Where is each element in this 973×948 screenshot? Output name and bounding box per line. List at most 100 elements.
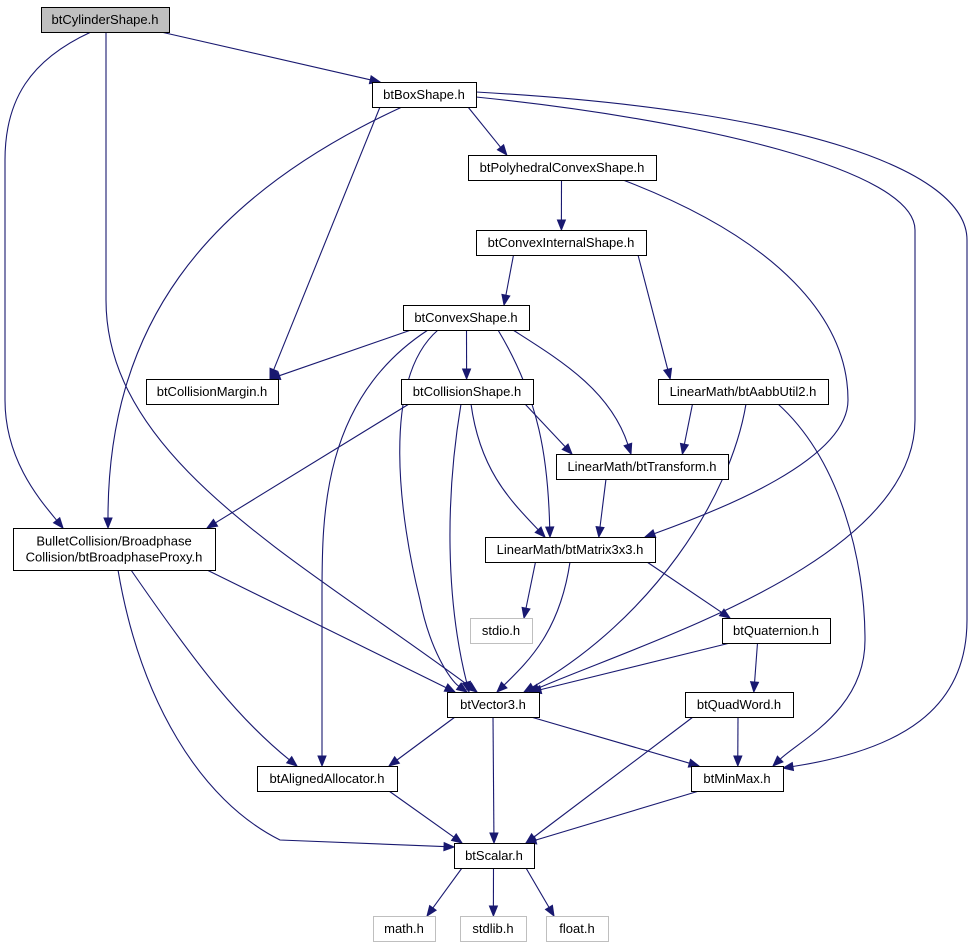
edge-line (279, 329, 412, 377)
node-btalignedallocator[interactable]: btAlignedAllocator.h (257, 766, 398, 792)
edge-arrowhead (285, 755, 299, 767)
edge-arrowhead (687, 758, 701, 768)
edge-arrowhead (443, 841, 456, 852)
edge-line (475, 91, 968, 768)
edge-arrowhead (461, 368, 472, 381)
edge-btBroadphaseProxy-to-btScalar (117, 569, 456, 852)
edge-btCollisionShape-to-btVector3 (449, 403, 472, 694)
edge-arrowhead (534, 526, 546, 538)
edge-btBoxShape-to-btBroadphaseProxy (103, 106, 403, 530)
edge-line (130, 569, 290, 761)
edge-arrowhead (662, 367, 673, 381)
node-btconvexinternalshape[interactable]: btConvexInternalShape.h (476, 230, 647, 256)
edge-line (396, 716, 456, 761)
node-label: math.h (384, 921, 424, 936)
edge-arrowhead (488, 905, 499, 918)
edge-arrowhead (623, 442, 633, 456)
edge-line (646, 561, 723, 613)
edge-arrowhead (643, 528, 657, 538)
edge-line (470, 403, 539, 531)
edge-btConvexInternalShape-to-btConvexShape (501, 254, 515, 307)
node-math[interactable]: math.h (373, 916, 436, 942)
edge-btCylinderShape-to-btBroadphaseProxy (4, 31, 92, 530)
edge-btCylinderShape-to-btVector3 (105, 32, 479, 693)
edge-line (599, 478, 607, 528)
node-label: LinearMath/btTransform.h (567, 459, 716, 474)
node-btcylindershape[interactable]: btCylinderShape.h (41, 7, 170, 33)
node-btmatrix3x3[interactable]: LinearMath/btMatrix3x3.h (485, 537, 656, 563)
edge-arrowhead (772, 755, 784, 767)
edge-arrowhead (443, 683, 457, 693)
nodes-layer: btCylinderShape.h btBoxShape.h btPolyhedra… (13, 7, 831, 942)
edge-line (540, 642, 731, 691)
edge-line (160, 31, 371, 81)
edge-btCylinderShape-to-btBoxShape (160, 31, 382, 85)
edge-btQuaternion-to-btQuadWord (749, 642, 760, 694)
node-label: btCollisionShape.h (413, 384, 521, 399)
node-label: float.h (559, 921, 594, 936)
edge-arrowhead (781, 761, 795, 772)
edge-line (117, 569, 445, 848)
node-label: btQuaternion.h (733, 623, 819, 638)
node-box (401, 379, 534, 405)
node-btbroadphaseproxy[interactable]: BulletCollision/BroadphaseCollision/btBr… (13, 528, 216, 571)
edge-btCollisionShape-to-btMatrix3x3 (470, 403, 546, 538)
edge-btMatrix3x3-to-stdio (521, 561, 537, 620)
node-label: btConvexInternalShape.h (488, 235, 635, 250)
node-label: stdlib.h (472, 921, 513, 936)
edge-line (321, 329, 429, 756)
node-stdio[interactable]: stdio.h (470, 618, 533, 644)
node-btpolyhedralconvexshape[interactable]: btPolyhedralConvexShape.h (468, 155, 657, 181)
edge-btCollisionShape-to-btBroadphaseProxy (205, 403, 410, 529)
node-label: btVector3.h (460, 697, 526, 712)
edge-arrowhead (489, 832, 499, 845)
edge-line (530, 716, 690, 764)
node-btconvexshape[interactable]: btConvexShape.h (403, 305, 530, 331)
edge-btScalar-to-stdlib (488, 867, 499, 918)
node-btminmax[interactable]: btMinMax.h (691, 766, 784, 792)
edge-line (215, 403, 410, 524)
node-label: Collision/btBroadphaseProxy.h (26, 549, 203, 564)
edge-line (467, 106, 501, 148)
node-box (454, 843, 535, 869)
edge-line (777, 403, 866, 760)
edge-line (105, 32, 470, 687)
edge-btBroadphaseProxy-to-btAlignedAllocator (130, 569, 299, 767)
node-btscalar[interactable]: btScalar.h (454, 843, 535, 869)
edge-arrowhead (387, 755, 401, 767)
edge-arrowhead (556, 219, 567, 232)
edge-arrowhead (749, 681, 760, 694)
edge-btConvexShape-to-btCollisionShape (461, 329, 472, 381)
node-label: btScalar.h (465, 848, 523, 863)
node-btquadword[interactable]: btQuadWord.h (685, 692, 794, 718)
edge-arrowhead (521, 606, 531, 620)
node-float[interactable]: float.h (546, 916, 609, 942)
edge-btQuadWord-to-btMinMax (733, 716, 743, 768)
edge-arrowhead (544, 904, 555, 918)
edge-line (525, 561, 537, 609)
node-label: btPolyhedralConvexShape.h (480, 160, 645, 175)
node-box (13, 528, 216, 571)
node-btboxshape[interactable]: btBoxShape.h (372, 82, 477, 108)
edge-line (475, 96, 916, 689)
edge-line (503, 561, 571, 686)
node-label: btConvexShape.h (414, 310, 517, 325)
node-box (685, 692, 794, 718)
edge-arrowhead (205, 518, 219, 529)
node-btvector3[interactable]: btVector3.h (447, 692, 540, 718)
node-btcollisionshape[interactable]: btCollisionShape.h (401, 379, 534, 405)
node-btaabbutil2[interactable]: LinearMath/btAabbUtil2.h (658, 379, 829, 405)
edge-btScalar-to-math (426, 867, 463, 918)
node-btcollisionmargin[interactable]: btCollisionMargin.h (146, 379, 279, 405)
node-bttransform[interactable]: LinearMath/btTransform.h (556, 454, 729, 480)
edge-line (754, 642, 759, 683)
node-box (257, 766, 398, 792)
node-btquaternion[interactable]: btQuaternion.h (722, 618, 831, 644)
node-box (691, 766, 784, 792)
node-stdlib[interactable]: stdlib.h (460, 916, 527, 942)
edge-btBoxShape-to-btPolyhedralConvexShape (467, 106, 508, 157)
edge-line (533, 716, 694, 838)
edge-arrowhead (496, 681, 508, 693)
edge-arrowhead (718, 608, 732, 619)
node-box (447, 692, 540, 718)
